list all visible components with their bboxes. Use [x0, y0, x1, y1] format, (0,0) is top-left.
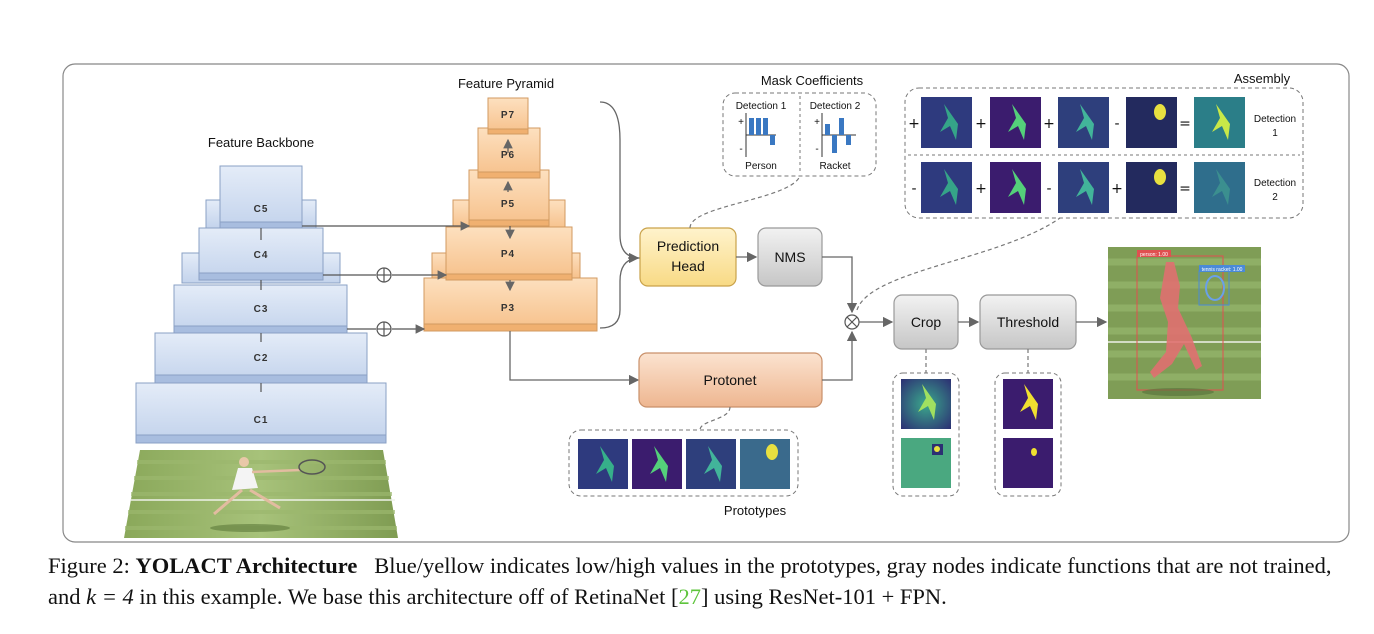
mask-detection-1-label: Detection 1 [736, 101, 787, 112]
prototypes-label: Prototypes [724, 503, 787, 518]
caption-citation-link[interactable]: 27 [678, 584, 701, 609]
backbone-layer-c3: C3 [254, 304, 269, 315]
caption-math: k = 4 [86, 584, 134, 609]
nms-label: NMS [774, 249, 805, 265]
pyramid-layer-p7: P7 [501, 110, 515, 121]
mask-class-racket: Racket [819, 161, 850, 172]
assembly-row2-op-1: + [975, 181, 987, 197]
prediction-head-node [639, 227, 737, 287]
assembly-title: Assembly [1234, 71, 1291, 86]
output-tag-person: person: 1.00 [1140, 252, 1168, 258]
mask-plus-2: + [814, 117, 820, 128]
assembly-row1-op-4: = [1179, 116, 1191, 132]
assembly-row-1 [921, 97, 1245, 148]
pyramid-layer-p5: P5 [501, 199, 515, 210]
mask-minus-2: - [815, 144, 818, 155]
assembly-row-2 [921, 162, 1245, 213]
figure-caption: Figure 2: YOLACT Architecture Blue/yello… [48, 550, 1368, 612]
pyramid-layer-p6: P6 [501, 150, 515, 161]
assembly-row1-op-0: + [908, 116, 920, 132]
assembly-row2-op-2: - [1046, 181, 1051, 197]
assembly-detection-1-label: Detection [1254, 114, 1296, 125]
input-image [124, 450, 398, 538]
assembly-row1-op-1: + [975, 116, 987, 132]
threshold-results-panel [994, 372, 1062, 497]
mask-coefficients-panel [722, 92, 877, 177]
feature-backbone [135, 165, 387, 444]
assembly-detection-1-number: 1 [1272, 128, 1278, 139]
pyramid-layer-p3: P3 [501, 303, 515, 314]
backbone-title: Feature Backbone [208, 135, 314, 150]
mask-minus-1: - [739, 144, 742, 155]
assembly-row2-op-4: = [1179, 181, 1191, 197]
mask-coefficients-title: Mask Coefficients [761, 73, 864, 88]
output-tag-racket: tennis racket: 1.00 [1202, 267, 1243, 273]
caption-fig-label: Figure 2: [48, 553, 130, 578]
prediction-head-label-2: Head [671, 258, 704, 274]
assembly-row2-op-3: + [1111, 181, 1123, 197]
mask-detection-2-label: Detection 2 [810, 101, 861, 112]
mask-class-person: Person [745, 161, 777, 172]
caption-text-1: Blue/yellow indicates low/high values in… [48, 553, 1332, 609]
threshold-label: Threshold [997, 314, 1059, 330]
mask-plus-1: + [738, 117, 744, 128]
crop-results-panel [892, 372, 960, 497]
caption-text-3: ] using ResNet-101 + FPN. [700, 584, 947, 609]
assembly-detection-2-label: Detection [1254, 178, 1296, 189]
backbone-layer-c2: C2 [254, 353, 269, 364]
assembly-row1-op-2: + [1043, 116, 1055, 132]
player-silhouette [210, 457, 326, 532]
backbone-layer-c4: C4 [254, 250, 269, 261]
feature-pyramid [423, 97, 598, 332]
matrix-multiply-operator [844, 314, 860, 330]
lateral-connections [302, 221, 471, 337]
assembly-detection-2-number: 2 [1272, 192, 1278, 203]
caption-title: YOLACT Architecture [135, 553, 358, 578]
backbone-layer-c5: C5 [254, 204, 269, 215]
backbone-layer-c1: C1 [254, 415, 269, 426]
output-image [1108, 247, 1261, 399]
assembly-row1-op-3: - [1114, 116, 1119, 132]
crop-label: Crop [911, 314, 942, 330]
prediction-head-label-1: Prediction [657, 238, 719, 254]
p3-to-protonet-arrow [509, 331, 640, 386]
prototypes-panel [568, 429, 799, 497]
protonet-label: Protonet [704, 372, 757, 388]
pyramid-layer-p4: P4 [501, 249, 515, 260]
pyramid-title: Feature Pyramid [458, 76, 554, 91]
caption-text-2: in this example. We base this architectu… [139, 584, 679, 609]
assembly-row2-op-0: - [911, 181, 916, 197]
